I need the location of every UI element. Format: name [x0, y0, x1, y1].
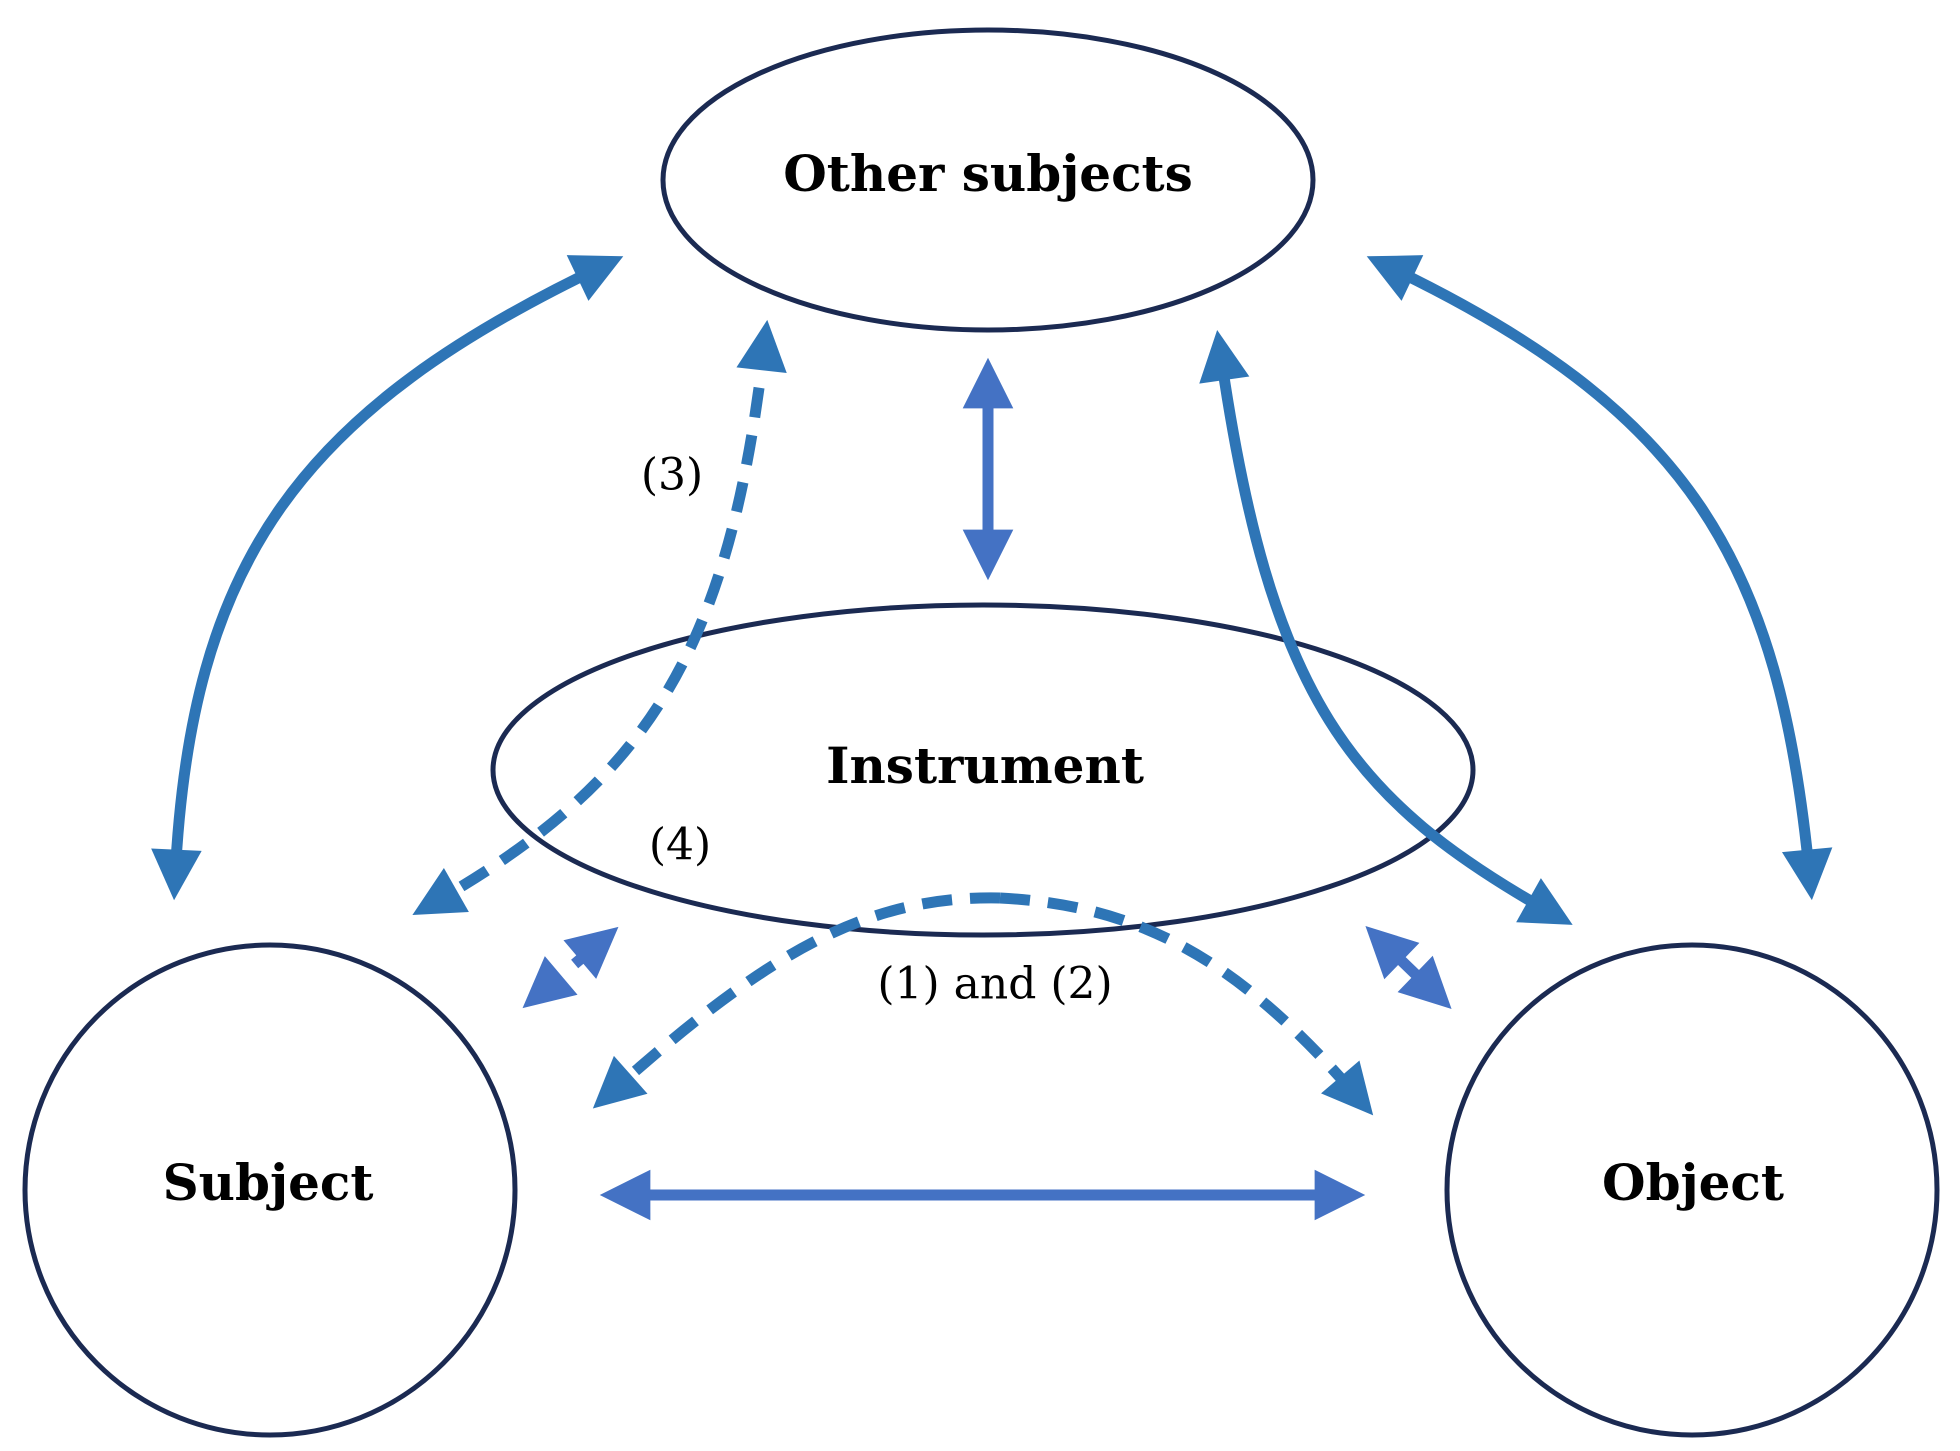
edge-label-four: (4)	[649, 820, 711, 871]
dashed-arrow-one-and-two-to-object	[999, 892, 1374, 1116]
other-subjects-label: Other subjects	[783, 144, 1193, 203]
other-subjects-node	[660, 27, 1316, 333]
arrow-other-subjects-object-outer	[1366, 255, 1833, 901]
dashed-arrow-subject-instrument	[522, 926, 619, 1009]
object-label: Object	[1602, 1153, 1784, 1212]
edge-label-three: (3)	[641, 450, 703, 501]
subject-label: Subject	[163, 1153, 374, 1212]
instrument-label: Instrument	[826, 736, 1144, 795]
arrow-object-instrument	[1365, 925, 1452, 1010]
object-node	[1444, 942, 1940, 1438]
arrow-other-subjects-object-inner	[1199, 329, 1573, 925]
subject-node	[22, 942, 518, 1438]
dashed-arrow-one-and-two-to-subject	[592, 892, 1001, 1109]
edge-label-one-and-two: (1) and (2)	[877, 959, 1112, 1010]
dashed-arrow-three-four	[412, 319, 787, 916]
